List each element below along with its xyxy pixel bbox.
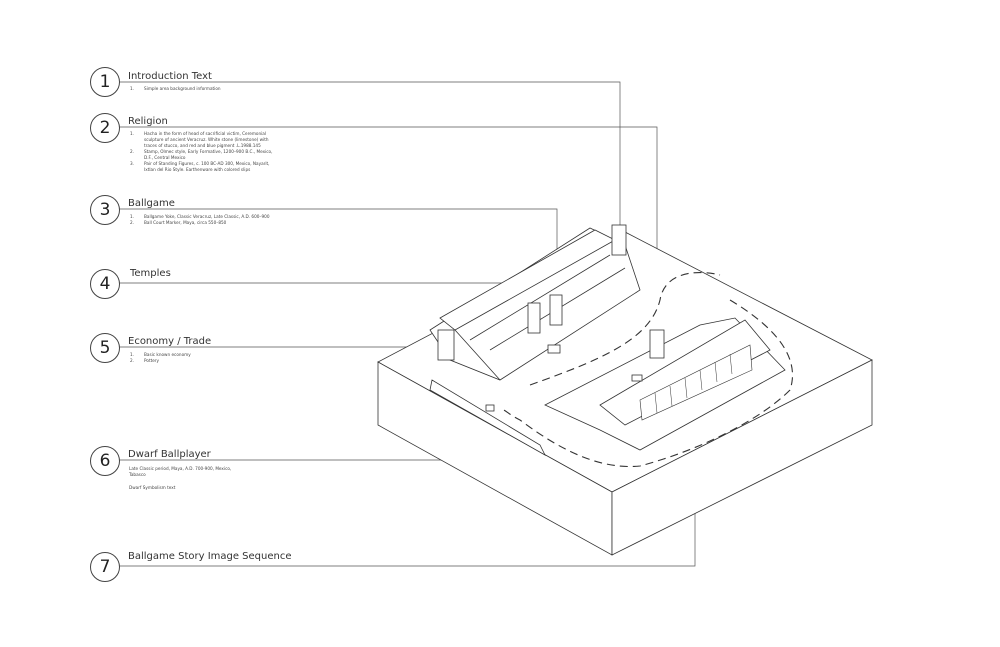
dwarf-note-symbolism: Dwarf Symbolism text	[129, 485, 176, 490]
dwarf-note-period: Late Classic period, Maya, A.D. 700-900,…	[129, 466, 232, 477]
list-item: 1.Ballgame Yoke, Classic Veracruz, Late …	[130, 214, 270, 219]
display-panels	[437, 224, 665, 412]
section-title-temples: Temples	[130, 268, 171, 279]
section-number-2: 2	[90, 113, 120, 143]
section-title-economy: Economy / Trade	[128, 336, 212, 347]
leader-line-2	[118, 126, 658, 300]
section-title-introduction: Introduction Text	[128, 71, 212, 82]
section-number-5: 5	[90, 333, 120, 363]
section-title-dwarf-ballplayer: Dwarf Ballplayer	[128, 449, 211, 460]
section-title-religion: Religion	[128, 116, 168, 127]
leader-line-1	[118, 81, 621, 228]
section-number-7: 7	[90, 552, 120, 582]
right-structure	[544, 317, 786, 451]
section-title-story-sequence: Ballgame Story Image Sequence	[128, 551, 292, 562]
circulation-path	[499, 271, 794, 468]
economy-list: 1.Basic known economy 2.Pottery	[130, 352, 290, 364]
section-number-6: 6	[90, 446, 120, 476]
list-item: 1.Hacha in the form of head of sacrifici…	[130, 131, 269, 148]
list-item: 2.Pottery	[130, 358, 159, 363]
list-item: 3.Pair of Standing Figures, c. 100 BC-AD…	[130, 161, 270, 172]
section-number-1: 1	[90, 67, 120, 97]
list-item: 2.Ball Court Marker, Maya, circa 550–850	[130, 220, 227, 225]
list-item: 1.Simple area background information	[130, 86, 221, 91]
list-item: 1.Basic known economy	[130, 352, 191, 357]
introduction-list: 1.Simple area background information	[130, 86, 290, 92]
list-item: 2.Stamp, Olmec style, Early Formative, 1…	[130, 149, 273, 160]
section-number-4: 4	[90, 269, 120, 299]
ballgame-list: 1.Ballgame Yoke, Classic Veracruz, Late …	[130, 214, 290, 226]
section-title-ballgame: Ballgame	[128, 198, 175, 209]
religion-list: 1.Hacha in the form of head of sacrifici…	[130, 131, 280, 173]
section-number-3: 3	[90, 195, 120, 225]
